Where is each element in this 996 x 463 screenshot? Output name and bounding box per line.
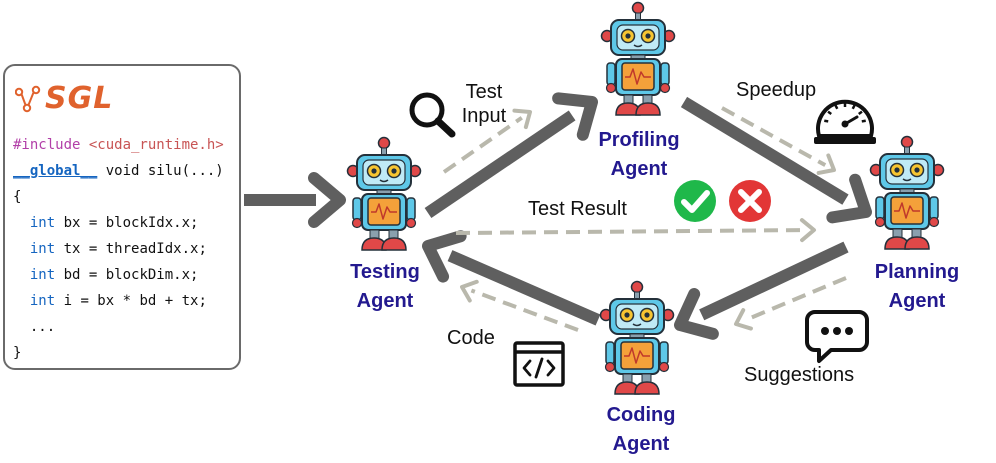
code-token: <cuda_runtime.h> — [88, 137, 224, 153]
code-token: bd = blockDim.x; — [55, 267, 199, 283]
testing-agent-label: Testing Agent — [330, 258, 440, 316]
code-line: int i = bx * bd + tx; — [13, 288, 224, 314]
profiling-agent-label-line2: Agent — [610, 158, 668, 180]
code-token — [13, 267, 30, 283]
code-token: { — [13, 189, 22, 205]
magnifier-icon — [409, 92, 456, 138]
speedup-label: Speedup — [736, 79, 817, 101]
code-line: ... — [13, 314, 224, 340]
chat-bubble-icon — [805, 310, 869, 363]
code-token: int — [29, 267, 56, 283]
dashed-arrow-test-result — [455, 218, 816, 243]
arrow-coding-to-testing — [422, 230, 601, 326]
test-input-label-line2: Input — [461, 105, 507, 127]
code-token — [13, 241, 30, 257]
code-token: __global__ — [13, 163, 98, 179]
code-token: #include — [13, 137, 89, 153]
code-token: void silu(...) — [97, 163, 224, 179]
code-line: int bx = blockIdx.x; — [13, 210, 224, 236]
code-token — [13, 293, 30, 309]
profiling-robot-icon — [600, 1, 676, 116]
speedometer-icon — [814, 99, 876, 144]
check-icon — [674, 180, 716, 222]
robot-group — [346, 1, 945, 395]
code-line: } — [13, 340, 224, 366]
suggestions-label: Suggestions — [744, 364, 855, 386]
antenna-icon — [631, 1, 645, 15]
icon-group — [409, 92, 876, 387]
code-token: int — [29, 241, 56, 257]
planning-agent-label: Planning Agent — [861, 258, 973, 316]
code-window-icon — [513, 341, 565, 387]
cross-icon — [729, 180, 771, 222]
arrow-profiling-to-planning — [680, 96, 872, 224]
coding-agent-label: Coding Agent — [585, 401, 697, 459]
planning-agent-label-line1: Planning — [874, 261, 960, 283]
sgl-logo: SGL — [15, 82, 113, 116]
dashed-arrow-suggestions — [734, 276, 847, 331]
dashed-arrow-test-input — [442, 108, 532, 174]
main-flow-arrows — [244, 92, 872, 340]
profiling-agent-label-line1: Profiling — [598, 129, 680, 151]
coding-agent-label-line2: Agent — [612, 433, 670, 455]
test-result-label: Test Result — [528, 198, 627, 220]
sgl-logo-icon — [15, 85, 41, 113]
code-line: { — [13, 184, 224, 210]
code-token: ... — [13, 319, 56, 335]
sgl-logo-text: SGL — [45, 81, 114, 116]
testing-agent-label-line2: Agent — [356, 290, 414, 312]
antenna-icon — [630, 280, 644, 294]
arrow-testing-to-profiling — [424, 92, 598, 218]
coding-robot-icon — [599, 280, 675, 395]
code-line: #include <cuda_runtime.h> — [13, 132, 224, 158]
code-lines: #include <cuda_runtime.h>__global__ void… — [13, 132, 224, 366]
code-token: int — [29, 293, 56, 309]
code-line: __global__ void silu(...) — [13, 158, 224, 184]
code-token — [13, 215, 30, 231]
code-line: int tx = threadIdx.x; — [13, 236, 224, 262]
code-token: tx = threadIdx.x; — [55, 241, 207, 257]
code-token: i = bx * bd + tx; — [55, 293, 207, 309]
feedback-arrows — [442, 106, 847, 332]
code-line: int bd = blockDim.x; — [13, 262, 224, 288]
dashed-arrow-speedup — [721, 106, 836, 175]
code-token: bx = blockIdx.x; — [55, 215, 199, 231]
code-snippet-card: SGL #include <cuda_runtime.h>__global__ … — [3, 64, 241, 370]
coding-agent-label-line1: Coding — [606, 404, 676, 426]
code-label: Code — [447, 327, 495, 349]
antenna-icon — [900, 135, 914, 149]
testing-agent-label-line1: Testing — [350, 261, 420, 283]
test-input-label: Test Input — [452, 80, 516, 128]
dashed-arrow-code — [460, 279, 579, 332]
code-token: } — [13, 345, 22, 361]
arrow-planning-to-coding — [674, 241, 849, 340]
planning-agent-label-line2: Agent — [888, 290, 946, 312]
test-input-label-line1: Test — [465, 81, 503, 103]
profiling-agent-label: Profiling Agent — [583, 126, 695, 184]
code-token: int — [29, 215, 56, 231]
testing-robot-icon — [346, 136, 422, 251]
arrow-code-to-testing — [244, 172, 346, 228]
antenna-icon — [377, 136, 391, 150]
planning-robot-icon — [869, 135, 945, 250]
